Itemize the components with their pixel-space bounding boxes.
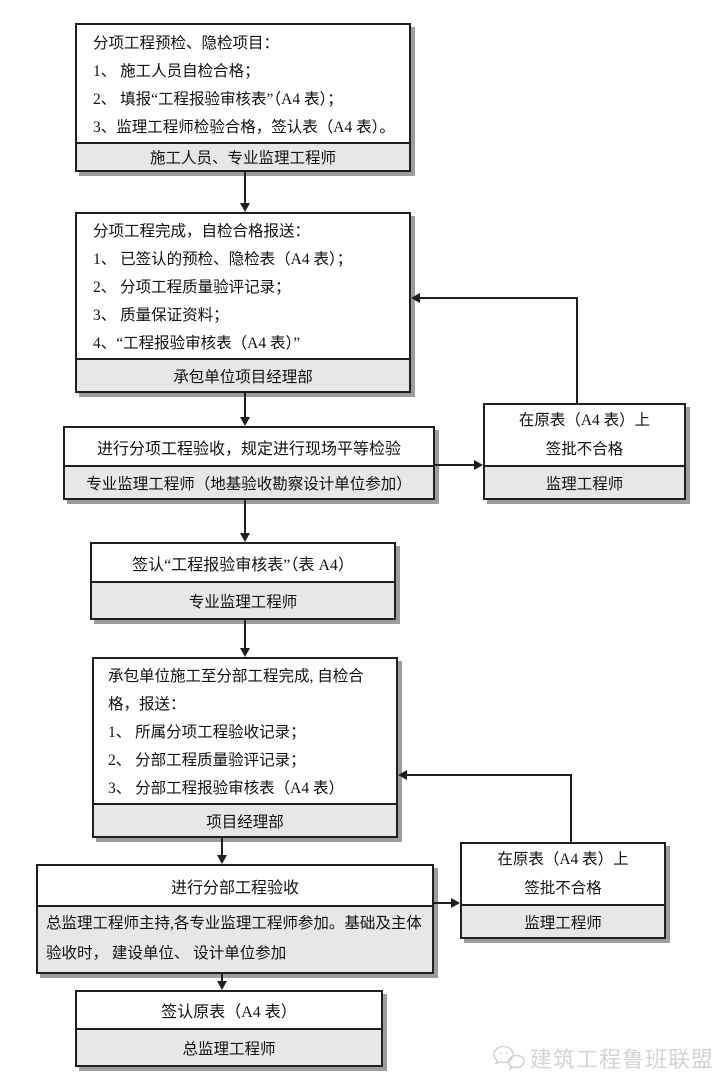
arrow-line-4 <box>244 620 246 648</box>
arrow-down-icon <box>217 981 227 990</box>
node-reject-subitem-role: 监理工程师 <box>485 465 684 498</box>
node-precheck: 分项工程预检、隐检项目： 1、 施工人员自检合格； 2、 填报“工程报验审核表”… <box>75 23 411 172</box>
text-line: 3、 分部工程报验审核表（A4 表） <box>108 780 344 797</box>
text-line: 1、 已签认的预检、隐检表（A4 表）； <box>93 251 353 268</box>
feedback-line-2-vertical <box>570 774 572 842</box>
feedback-line-2-horizontal <box>407 774 572 776</box>
arrow-down-icon <box>240 417 250 426</box>
arrow-left-icon <box>411 293 420 303</box>
node-precheck-body: 分项工程预检、隐检项目： 1、 施工人员自检合格； 2、 填报“工程报验审核表”… <box>77 25 409 142</box>
arrow-right-icon <box>451 898 460 908</box>
arrow-down-icon <box>217 855 227 864</box>
arrow-line-2 <box>244 393 246 417</box>
node-subitem-submit-body: 分项工程完成，自检合格报送： 1、 已签认的预检、隐检表（A4 表）； 2、 分… <box>77 214 409 358</box>
node-sign-original: 签认原表（A4 表） 总监理工程师 <box>75 990 383 1067</box>
node-sign-a4-title: 签认“工程报验审核表”（表 A4） <box>132 556 354 574</box>
arrow-down-icon <box>240 533 250 542</box>
watermark: 建筑工程鲁班联盟 <box>492 1042 714 1074</box>
node-subitem-acceptance-role: 专业监理工程师（地基验收勘察设计单位参加） <box>65 465 433 498</box>
arrow-down-icon <box>240 203 250 212</box>
text-line: 签批不合格 <box>524 880 602 897</box>
arrow-right-icon <box>474 460 483 470</box>
text-line: 分项工程完成，自检合格报送： <box>93 223 311 240</box>
feedback-line-1-vertical <box>576 297 578 403</box>
node-sign-original-role: 总监理工程师 <box>77 1028 381 1065</box>
node-sign-a4-role: 专业监理工程师 <box>92 581 394 618</box>
text-line: 分项工程预检、隐检项目： <box>93 35 280 52</box>
arrow-line-5 <box>221 838 223 855</box>
text-line: 2、 分部工程质量验评记录； <box>108 752 306 769</box>
text-line: 签批不合格 <box>545 441 624 458</box>
text-line: 2、 填报“工程报验审核表”（A4 表）； <box>93 91 343 108</box>
text-line: 2、 分项工程质量验评记录； <box>93 279 291 296</box>
node-precheck-role: 施工人员、专业监理工程师 <box>77 142 409 170</box>
node-subitem-acceptance-title: 进行分项工程验收，规定进行现场平等检验 <box>96 440 401 458</box>
arrow-down-icon <box>240 648 250 657</box>
text-line: 承包单位施工至分部工程完成, 自检合 <box>108 668 364 685</box>
arrow-line-3 <box>244 500 246 533</box>
text-line: 3、监理工程师检验合格，签认表（A4 表）。 <box>93 119 395 136</box>
watermark-label: 建筑工程鲁班联盟 <box>530 1047 715 1072</box>
wechat-icon <box>492 1043 526 1073</box>
arrow-line-1 <box>244 172 246 203</box>
arrow-line-6 <box>221 974 223 981</box>
node-division-acceptance: 进行分部工程验收 总监理工程师主持,各专业监理工程师参加。基础及主体验收时， 建… <box>36 864 434 974</box>
text-line: 4、“工程报验审核表（A4 表）” <box>93 335 301 352</box>
node-reject-division: 在原表（A4 表）上 签批不合格 监理工程师 <box>460 842 666 939</box>
node-reject-subitem-body: 在原表（A4 表）上 签批不合格 <box>485 405 684 465</box>
connector-to-reject-1 <box>435 464 475 466</box>
connector-to-reject-2 <box>434 902 451 904</box>
node-division-acceptance-title: 进行分部工程验收 <box>170 879 299 897</box>
node-division-submit: 承包单位施工至分部工程完成, 自检合 格，报送： 1、 所属分项工程验收记录； … <box>92 657 398 838</box>
node-reject-division-body: 在原表（A4 表）上 签批不合格 <box>462 844 664 904</box>
text-line: 在原表（A4 表）上 <box>518 412 651 429</box>
feedback-line-1-horizontal <box>420 297 578 299</box>
node-reject-subitem: 在原表（A4 表）上 签批不合格 监理工程师 <box>483 403 686 500</box>
text-line: 3、 质量保证资料； <box>93 307 229 324</box>
text-line: 格，报送： <box>108 696 186 713</box>
node-subitem-submit: 分项工程完成，自检合格报送： 1、 已签认的预检、隐检表（A4 表）； 2、 分… <box>75 212 411 393</box>
node-division-submit-role: 项目经理部 <box>94 803 396 836</box>
node-reject-division-role: 监理工程师 <box>462 904 664 937</box>
node-division-acceptance-role: 总监理工程师主持,各专业监理工程师参加。基础及主体验收时， 建设单位、 设计单位… <box>38 905 432 972</box>
node-division-submit-body: 承包单位施工至分部工程完成, 自检合 格，报送： 1、 所属分项工程验收记录； … <box>94 659 396 803</box>
text-line: 在原表（A4 表）上 <box>497 851 629 868</box>
node-subitem-acceptance: 进行分项工程验收，规定进行现场平等检验 专业监理工程师（地基验收勘察设计单位参加… <box>63 426 435 500</box>
node-sign-a4: 签认“工程报验审核表”（表 A4） 专业监理工程师 <box>90 542 396 620</box>
text-line: 1、 施工人员自检合格； <box>93 63 260 80</box>
text-line: 1、 所属分项工程验收记录； <box>108 724 306 741</box>
node-sign-original-title: 签认原表（A4 表） <box>161 1004 297 1021</box>
arrow-left-icon <box>398 770 407 780</box>
node-subitem-submit-role: 承包单位项目经理部 <box>77 358 409 391</box>
